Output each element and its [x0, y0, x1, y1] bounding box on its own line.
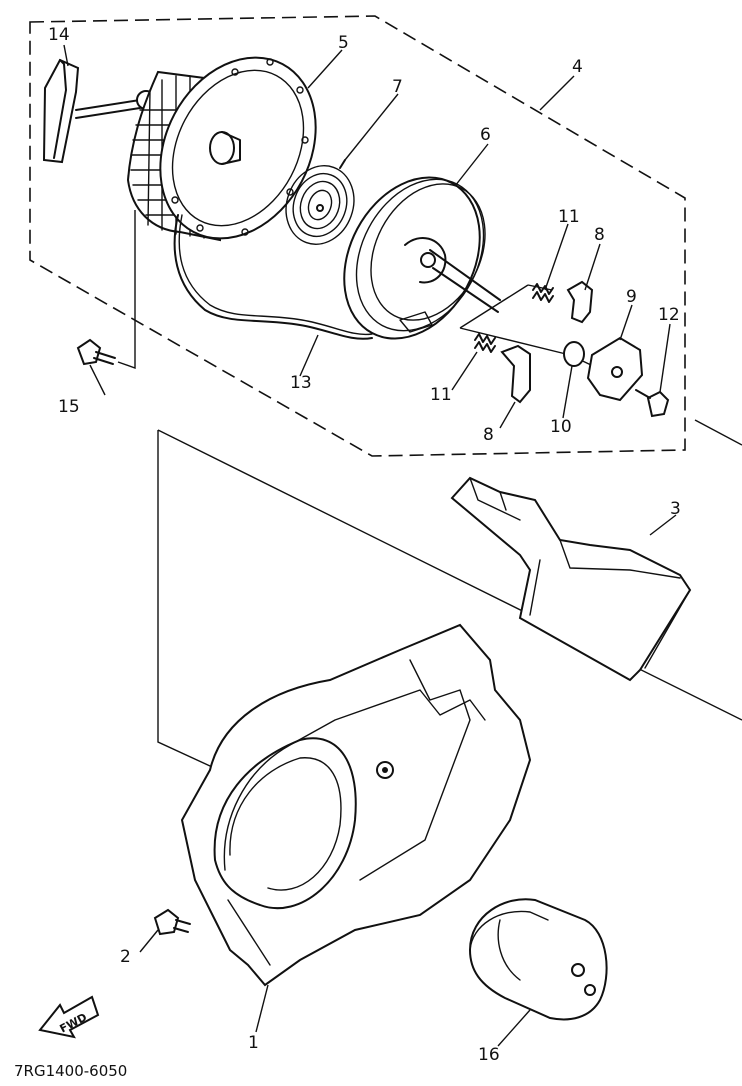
- callout-9: 9: [626, 287, 637, 307]
- callout-14: 14: [48, 25, 70, 45]
- air-guide-cover: [450, 476, 692, 682]
- starter-rope: [173, 214, 373, 340]
- callout-16: 16: [478, 1045, 500, 1065]
- center-bolt: [635, 389, 670, 418]
- starter-cup: [468, 898, 608, 1021]
- washer: [563, 341, 585, 367]
- starter-case: [126, 56, 317, 242]
- callout-5: 5: [338, 33, 349, 53]
- drawing-code: 7RG1400-6050: [14, 1062, 127, 1080]
- pawl-lower: [500, 344, 531, 404]
- case-flange-holes: [171, 58, 309, 236]
- pawl-upper: [566, 280, 594, 324]
- callout-13: 13: [290, 373, 312, 393]
- pawl-spring-upper: [532, 283, 554, 303]
- fan-shroud: [180, 623, 532, 987]
- spiral-spring: [285, 159, 355, 245]
- starter-assembly-boundary: [29, 15, 686, 457]
- callout-4: 4: [572, 57, 583, 77]
- callout-8-lower: 8: [483, 425, 494, 445]
- friction-plate: [586, 336, 644, 402]
- shroud-bolt: [153, 908, 191, 936]
- callout-2: 2: [120, 947, 131, 967]
- forward-arrow-icon: FWD: [38, 995, 100, 1039]
- callout-8-upper: 8: [594, 225, 605, 245]
- callout-3: 3: [670, 499, 681, 519]
- callout-11-lower: 11: [430, 385, 452, 405]
- callout-11-upper: 11: [558, 207, 580, 227]
- assembly-bolt: [76, 338, 116, 366]
- callout-1: 1: [248, 1033, 259, 1053]
- sheave-drum: [343, 176, 501, 340]
- callout-labels: 1 2 3 4 5 6 7 8 8 9 10 11 11 12 13 14 15…: [48, 25, 681, 1065]
- callout-10: 10: [550, 417, 572, 437]
- pawl-spring-lower: [474, 333, 496, 353]
- callout-6: 6: [480, 125, 491, 145]
- callout-7: 7: [392, 77, 403, 97]
- leader-lines: [63, 44, 677, 1047]
- callout-12: 12: [658, 305, 680, 325]
- callout-15: 15: [58, 397, 80, 417]
